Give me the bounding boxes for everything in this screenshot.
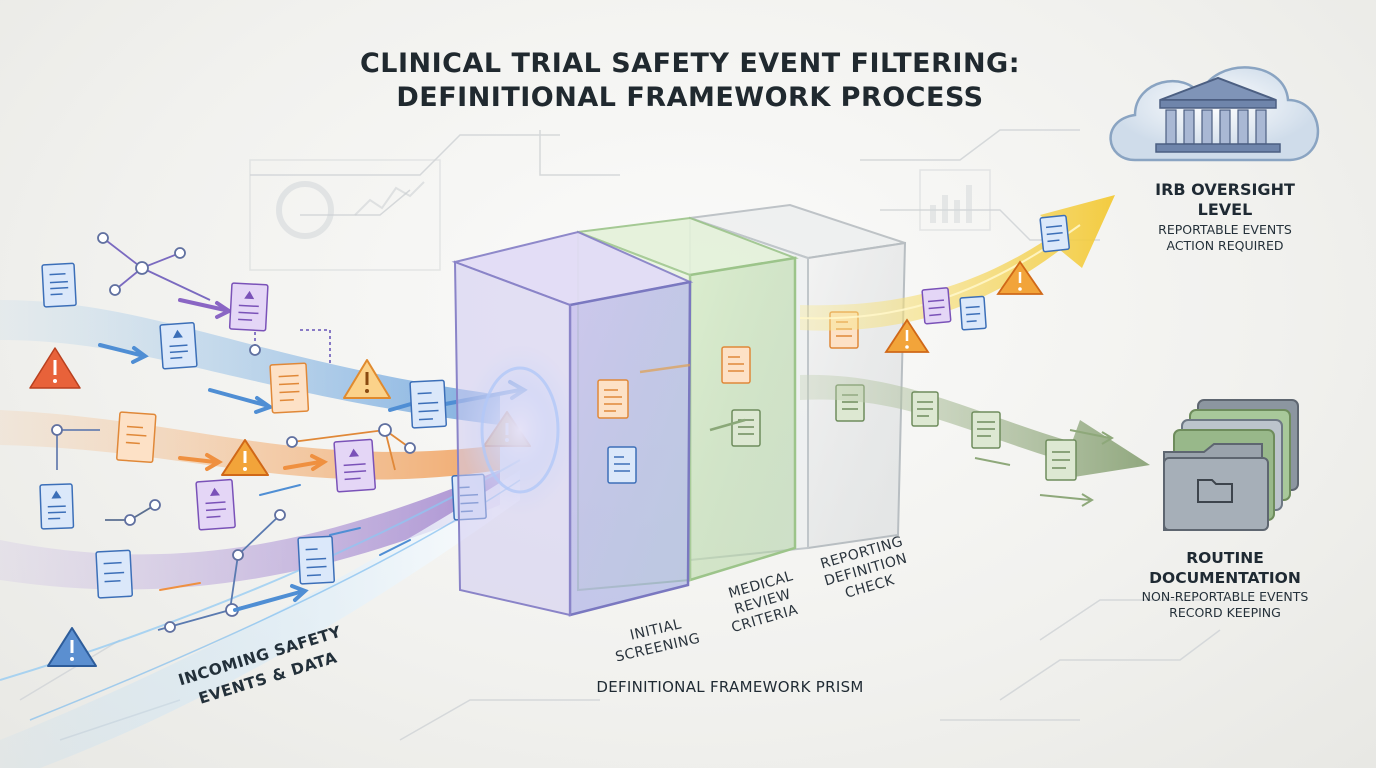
document-icon (39, 483, 75, 530)
diagram-title-line1: CLINICAL TRIAL SAFETY EVENT FILTERING: (359, 48, 1021, 79)
prism-stage-initial (451, 230, 694, 617)
output-arrows (974, 429, 1114, 507)
irb-subtitle-reportable: REPORTABLE EVENTS (1158, 222, 1292, 237)
document-icon (959, 295, 987, 331)
irb-subtitle-action: ACTION REQUIRED (1166, 238, 1284, 253)
routine-subtitle-record: RECORD KEEPING (1169, 605, 1281, 620)
prism-caption: DEFINITIONAL FRAMEWORK PRISM (596, 678, 864, 696)
document-icon (911, 391, 939, 427)
document-icon (41, 262, 77, 308)
document-icon (409, 379, 448, 429)
output-documents (884, 214, 1077, 481)
background-dashboard-panel (249, 159, 991, 271)
document-icon (95, 549, 134, 599)
diagram-title-line2: DEFINITIONAL FRAMEWORK PROCESS (396, 82, 984, 113)
document-icon (228, 282, 269, 332)
reportable-output-stream (800, 195, 1115, 331)
light-beam-stream (0, 470, 520, 768)
routine-documentation-title: ROUTINE DOCUMENTATION (1149, 549, 1301, 587)
courthouse-cloud-icon (1109, 66, 1320, 162)
document-icon (597, 379, 629, 419)
document-icon (333, 438, 377, 493)
warning-icon (343, 359, 391, 399)
routine-subtitle-nonreportable: NON-REPORTABLE EVENTS (1141, 589, 1309, 604)
document-icon (269, 362, 310, 414)
irb-oversight-title: IRB OVERSIGHT LEVEL (1155, 180, 1295, 219)
document-icon (116, 411, 157, 464)
warning-icon (47, 627, 97, 667)
warning-icon (221, 439, 269, 476)
document-icon (721, 346, 751, 384)
document-icon (921, 287, 952, 325)
warning-icon (884, 318, 930, 353)
document-icon (159, 322, 198, 370)
document-icon (195, 478, 236, 531)
document-icon (971, 411, 1001, 449)
document-icon (1039, 214, 1070, 253)
warning-icon (996, 260, 1044, 295)
warning-icon (29, 347, 81, 389)
document-icon (1045, 439, 1077, 481)
folder-stack-icon (1163, 399, 1299, 531)
document-icon (297, 535, 336, 585)
document-icon (607, 446, 637, 484)
document-icon (731, 409, 761, 447)
